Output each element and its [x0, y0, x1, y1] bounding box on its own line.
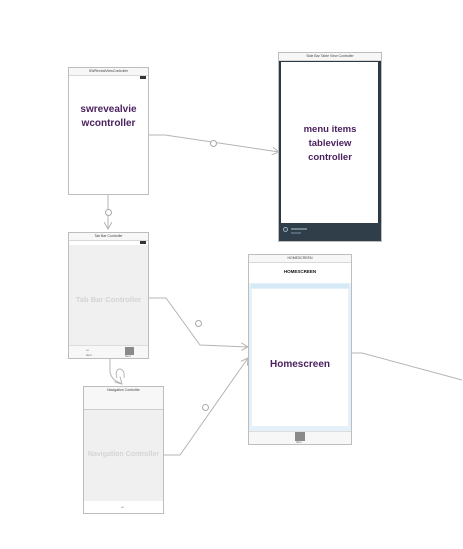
scene-navigation-controller[interactable]: Navigation Controller Navigation Control…	[83, 386, 164, 514]
scene-body	[84, 410, 163, 501]
label-line: swrevealvie	[80, 104, 137, 115]
segue-nav-to-home[interactable]	[164, 358, 248, 456]
label-line: controller	[308, 152, 352, 163]
menu-side-edge	[279, 61, 281, 241]
tab-bar	[69, 345, 148, 358]
segue-circle-icon[interactable]	[202, 404, 209, 411]
segue-circle-icon[interactable]	[195, 320, 202, 327]
home-exit-wire	[352, 352, 463, 381]
status-bar	[69, 240, 148, 245]
clock-icon	[283, 227, 288, 232]
scene-label: menu items tableview controller	[279, 123, 381, 165]
scene-title: HOMESCREEN	[249, 255, 351, 263]
menu-side-edge	[378, 61, 381, 241]
scene-label: Homescreen	[269, 359, 331, 370]
tab-item-dots[interactable]: •••	[86, 348, 90, 352]
label-line: tableview	[308, 138, 352, 149]
tab-item-caption: Item	[86, 353, 92, 357]
segue-reveal-to-menu[interactable]	[149, 134, 279, 152]
segue-tabbar-to-nav-loop	[115, 368, 125, 379]
scene-title: SWRevealViewController	[69, 68, 148, 76]
battery-icon	[140, 241, 146, 244]
segue-circle-icon[interactable]	[105, 209, 112, 216]
nav-bar	[84, 394, 163, 410]
tab-square-icon[interactable]	[295, 432, 305, 441]
scene-title: Side Bar Table View Controller	[279, 53, 381, 61]
footer-bar	[291, 232, 301, 234]
nav-title: HOMESCREEN	[283, 269, 317, 274]
scene-placeholder-label: Tab Bar Controller	[75, 295, 142, 304]
footer-bar	[291, 228, 307, 230]
segue-circle-icon[interactable]	[210, 140, 217, 147]
table-content	[252, 289, 348, 426]
label-line: wcontroller	[81, 118, 136, 129]
segue-tabbar-to-home[interactable]	[149, 297, 248, 347]
tab-square-icon[interactable]	[125, 347, 134, 355]
scene-reveal-controller[interactable]: SWRevealViewController swrevealvie wcont…	[68, 67, 149, 195]
tab-item-caption: Item	[125, 354, 131, 358]
status-bar	[69, 75, 148, 80]
scene-menu-tableview[interactable]: Side Bar Table View Controller menu item…	[278, 52, 382, 242]
scene-title: Tab Bar Controller	[69, 233, 148, 241]
menu-footer	[279, 223, 381, 241]
label-line: menu items	[303, 124, 357, 135]
tab-item-caption: Item	[296, 440, 302, 444]
nav-bottom-dots[interactable]: •••	[121, 505, 125, 509]
table-prototype-cell	[251, 284, 349, 288]
scene-body	[69, 245, 148, 346]
battery-icon	[140, 76, 146, 79]
scene-label: swrevealvie wcontroller	[69, 103, 148, 131]
segue-tabbar-to-nav[interactable]	[109, 359, 122, 384]
scene-homescreen[interactable]: HOMESCREEN HOMESCREEN Homescreen Item	[248, 254, 352, 445]
scene-tabbar-controller[interactable]: Tab Bar Controller Tab Bar Controller ••…	[68, 232, 149, 359]
scene-placeholder-label: Navigation Controller	[87, 451, 160, 458]
menu-top-edge	[279, 61, 381, 62]
